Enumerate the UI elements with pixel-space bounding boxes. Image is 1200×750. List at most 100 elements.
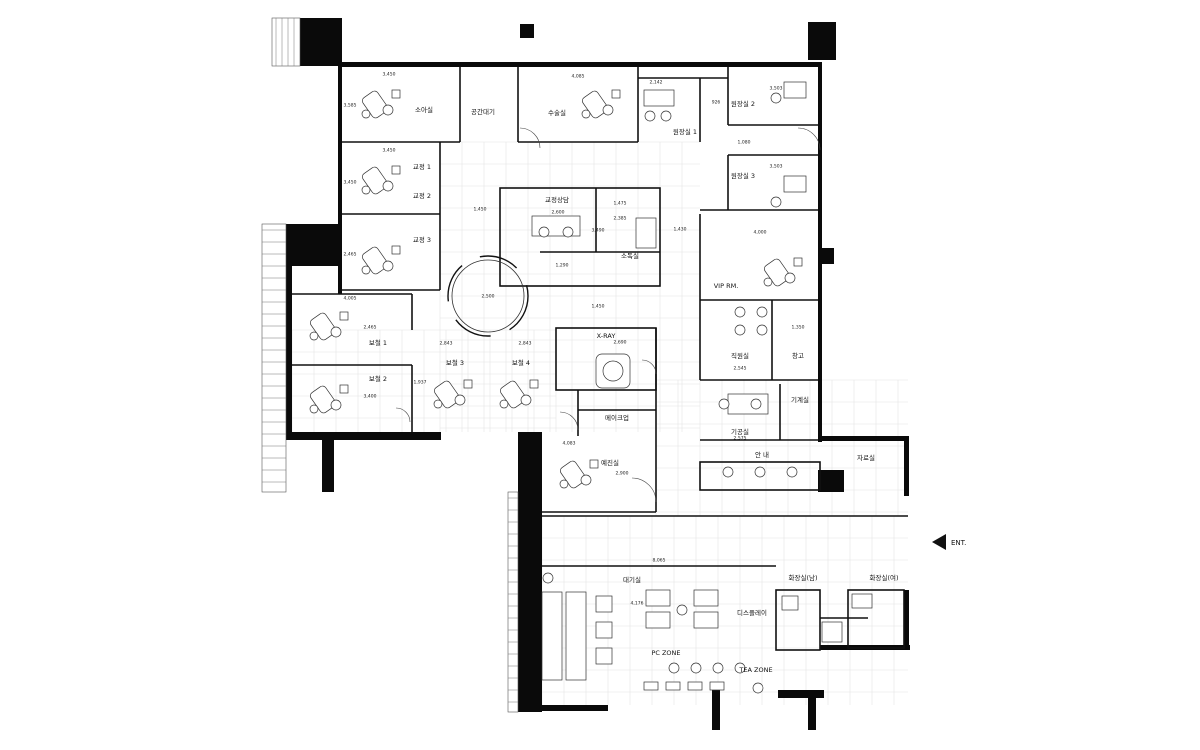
chair-icon xyxy=(750,398,762,410)
chair-icon xyxy=(718,398,730,410)
dim-d30: 1,937 xyxy=(414,380,427,386)
dim-d6: 926 xyxy=(712,100,721,106)
room-label-prep-4: 보철 4 xyxy=(512,358,530,367)
room-label-lab: 기공실 xyxy=(731,427,749,436)
sink-icon xyxy=(851,593,873,609)
dental-chair-icon xyxy=(581,89,621,119)
dental-chair-icon xyxy=(763,257,803,287)
chair-icon xyxy=(712,662,724,674)
room-label-sterilization: 소독실 xyxy=(621,251,639,260)
room-label-treatment-2: 교정 2 xyxy=(413,191,431,200)
desk-icon xyxy=(645,611,671,629)
toilet-icon xyxy=(821,621,843,643)
room-label-pre-op: 예진실 xyxy=(601,458,619,467)
dim-d4: 2,142 xyxy=(650,80,663,86)
partitions xyxy=(292,67,908,651)
chair-icon xyxy=(542,572,554,584)
desk-icon xyxy=(595,621,613,639)
dental-chair-icon xyxy=(361,245,401,275)
chair-icon xyxy=(644,110,656,122)
chair-icon xyxy=(562,226,574,238)
rotunda xyxy=(447,255,529,337)
room-label-ortho-consult: 교정상담 xyxy=(545,195,569,204)
dim-d22: 2,545 xyxy=(734,366,747,372)
room-label-prep-1: 보철 1 xyxy=(369,338,387,347)
dim-d11: 1,450 xyxy=(474,207,487,213)
desk-icon xyxy=(541,591,563,681)
room-label-director-3: 원장실 3 xyxy=(731,171,755,180)
stair-top xyxy=(271,17,301,67)
room-label-equipment: 기계실 xyxy=(791,395,809,404)
dim-d18: 2,500 xyxy=(482,294,495,300)
dim-d8: 3,503 xyxy=(770,164,783,170)
room-label-waiting: 공간대기 xyxy=(471,107,495,116)
dim-d7: 1,080 xyxy=(738,140,751,146)
desk-icon xyxy=(565,591,587,681)
dental-chair-icon xyxy=(499,379,539,409)
dim-d19: 2,843 xyxy=(440,341,453,347)
desk-icon xyxy=(643,89,675,107)
chair-icon xyxy=(538,226,550,238)
dim-d14: 2,385 xyxy=(614,216,627,222)
dental-chair-icon xyxy=(361,165,401,195)
room-label-consult: 소아실 xyxy=(415,105,433,114)
room-label-reception: 안 내 xyxy=(755,450,769,459)
desk-icon xyxy=(783,81,807,99)
desk-icon xyxy=(693,611,719,629)
room-label-pc-zone: PC ZONE xyxy=(651,649,680,657)
furniture xyxy=(309,81,873,694)
room-label-prep-2: 보철 2 xyxy=(369,374,387,383)
stair-left xyxy=(261,223,287,493)
dim-d20: 2,843 xyxy=(519,341,532,347)
desk-icon xyxy=(783,175,807,193)
dim-d1: 3,450 xyxy=(383,72,396,78)
desk-icon xyxy=(595,595,613,613)
desk-icon xyxy=(687,681,703,691)
dim-d32: 3,400 xyxy=(364,394,377,400)
room-label-records: 자료실 xyxy=(857,453,875,462)
dim-d31: 2,465 xyxy=(364,325,377,331)
entrance-arrow-icon xyxy=(932,534,946,550)
dim-d21: 1,350 xyxy=(792,325,805,331)
chair-icon xyxy=(752,682,764,694)
room-label-staff: 직원실 xyxy=(731,351,749,360)
dim-d12: 1,475 xyxy=(614,201,627,207)
dental-chair-icon xyxy=(309,311,349,341)
dim-d23: 2,575 xyxy=(734,436,747,442)
desk-icon xyxy=(709,681,725,691)
room-label-tea-zone: TEA ZONE xyxy=(738,666,772,674)
dim-d34: 1,290 xyxy=(556,263,569,269)
dimensions: 3,450 3,585 4,085 2,142 3,503 926 1,080 … xyxy=(344,72,805,607)
dim-d33: 2,690 xyxy=(614,340,627,346)
room-label-restroom-m: 화장실(남) xyxy=(789,573,818,582)
room-label-display: 디스플레이 xyxy=(737,608,767,617)
chair-icon xyxy=(690,662,702,674)
chair-icon xyxy=(756,324,768,336)
desk-icon xyxy=(643,681,659,691)
room-label-xray: X-RAY xyxy=(597,332,616,340)
room-label-restroom-f: 화장실(여) xyxy=(870,573,899,582)
desk-icon xyxy=(595,647,613,665)
dim-d29: 1,450 xyxy=(592,304,605,310)
room-label-surgery: 수술실 xyxy=(548,108,566,117)
doors xyxy=(395,127,821,503)
room-labels: 소아실 공간대기 수술실 원장실 2 원장실 1 원장실 3 교정 1 교정 2… xyxy=(369,99,899,674)
dental-chair-icon xyxy=(433,379,473,409)
desk-icon xyxy=(727,393,769,415)
dim-d10: 3,450 xyxy=(344,180,357,186)
room-label-makeup: 메이크업 xyxy=(605,413,629,422)
chair-icon xyxy=(754,466,766,478)
stair-bottom xyxy=(507,491,519,713)
dim-d5: 3,503 xyxy=(770,86,783,92)
room-label-storage: 창고 xyxy=(792,352,804,360)
chair-icon xyxy=(734,306,746,318)
dim-d13: 2,600 xyxy=(552,210,565,216)
desk-icon xyxy=(665,681,681,691)
room-label-lounge: 대기실 xyxy=(623,575,641,584)
dental-chair-icon xyxy=(559,459,599,489)
chair-icon xyxy=(770,196,782,208)
room-label-treatment-1: 교정 1 xyxy=(413,162,431,171)
stairs xyxy=(261,17,519,713)
dim-d25: 8,065 xyxy=(653,558,666,564)
